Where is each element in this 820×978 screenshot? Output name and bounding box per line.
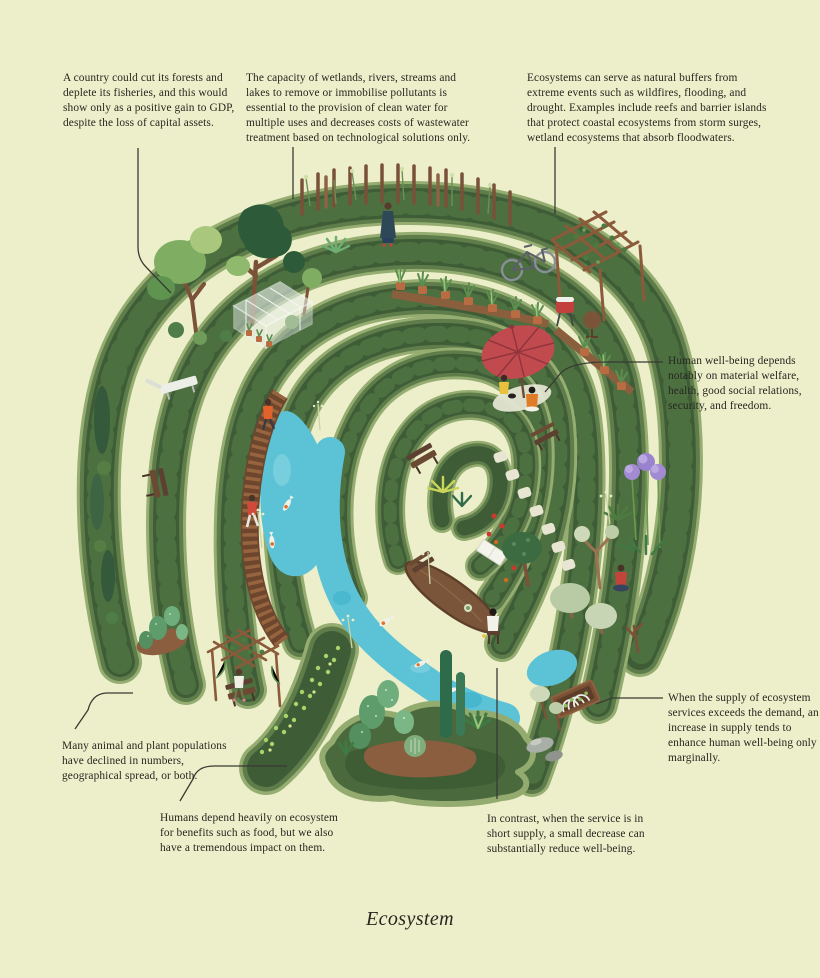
pergola: [206, 628, 282, 708]
allium-flowers: [603, 453, 666, 556]
tail-trees: [530, 622, 644, 732]
annotation-humans: Humans depend heavily on ecosystem for b…: [160, 812, 339, 854]
cross-legged-person: [613, 564, 629, 592]
leader-humans: [179, 765, 287, 802]
leader-lines: [74, 147, 663, 802]
lounger: [145, 375, 198, 400]
annotation-wetlands: The capacity of wetlands, rivers, stream…: [246, 72, 471, 144]
picnic-person-yellow: [499, 374, 509, 394]
left-bench: [141, 467, 169, 498]
cold-frame-bed: [550, 679, 601, 719]
pergola-bench-person: [225, 668, 256, 707]
cactus-island: [319, 650, 536, 807]
annotation-buffers: Ecosystems can serve as natural buffers …: [527, 72, 767, 144]
leader-gdp: [137, 148, 172, 294]
annotation-populations: Many animal and plant populations have d…: [62, 740, 227, 782]
mid-bench: [406, 442, 439, 475]
vegetable-rows: [260, 646, 340, 768]
annotation-supply: When the supply of ecosystem services ex…: [668, 692, 819, 764]
leader-populations: [74, 692, 133, 730]
round-table: [583, 311, 601, 338]
annotation-gdp: A country could cut its forests and depl…: [63, 72, 235, 129]
trellis-with-vines: [550, 210, 646, 322]
annotation-wellbeing: Human well-being depends notably on mate…: [668, 355, 802, 412]
fence-woman: [380, 202, 396, 247]
corner-cacti: [136, 606, 188, 656]
cow-parsley: [251, 400, 613, 649]
walker-red: [245, 494, 260, 528]
wild-grasses: [305, 169, 491, 215]
walker-orange: [261, 398, 276, 431]
tree-cluster-right: [426, 475, 619, 635]
page-title: Ecosystem: [365, 908, 454, 930]
picnic-person-orange: [525, 386, 539, 412]
white-book: [476, 539, 508, 566]
leader-wellbeing: [544, 361, 663, 393]
picnic-bench: [530, 422, 561, 451]
greenhouse: [232, 281, 314, 350]
barbecue-grill: [556, 297, 574, 327]
walking-people: [245, 398, 276, 528]
top-left-trees: [147, 204, 351, 345]
annotation-short-supply: In contrast, when the service is in shor…: [487, 813, 645, 855]
bicycle: [500, 244, 557, 282]
cypress-trees: [90, 386, 118, 624]
leader-supply: [595, 697, 663, 705]
rocks: [526, 737, 563, 762]
garden-fence: [300, 163, 512, 247]
stepping-stones: [493, 450, 576, 571]
potted-plants: [391, 267, 635, 396]
red-umbrella-picnic: [481, 324, 555, 412]
table-person: [482, 608, 500, 644]
